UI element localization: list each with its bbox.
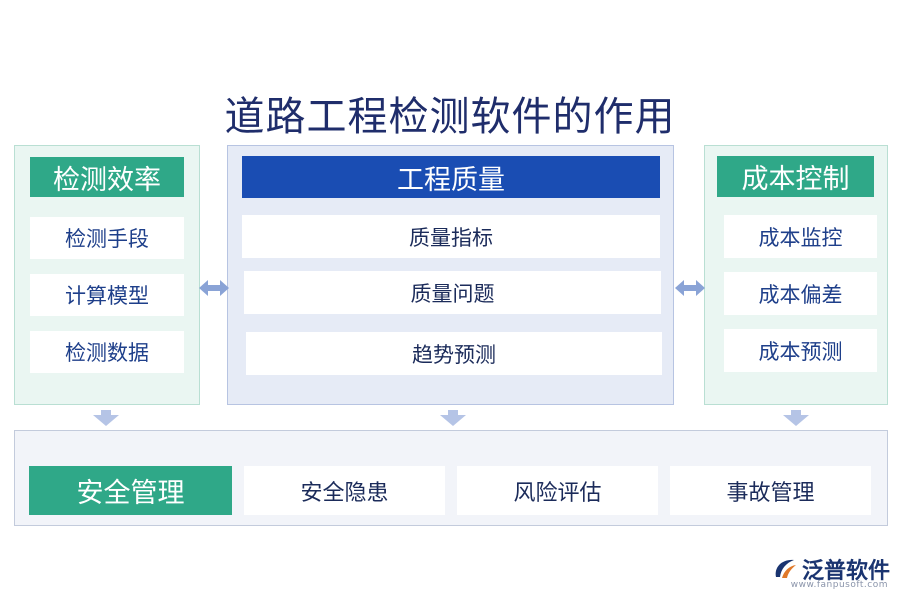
double-arrow-icon [199, 280, 229, 296]
left-item: 计算模型 [30, 274, 184, 316]
center-panel-header: 工程质量 [242, 156, 660, 198]
bottom-item: 安全隐患 [244, 466, 445, 515]
left-item: 检测手段 [30, 217, 184, 259]
down-arrow-icon [440, 410, 466, 426]
logo-url: www.fanpusoft.com [790, 580, 888, 590]
bottom-panel-header: 安全管理 [29, 466, 232, 515]
center-item: 趋势预测 [246, 332, 662, 375]
double-arrow-icon [675, 280, 705, 296]
page-title: 道路工程检测软件的作用 [224, 94, 676, 140]
down-arrow-icon [783, 410, 809, 426]
left-item: 检测数据 [30, 331, 184, 373]
left-panel-header: 检测效率 [30, 157, 184, 197]
logo: 泛普软件 [772, 553, 890, 585]
down-arrow-icon [93, 410, 119, 426]
center-item: 质量问题 [244, 271, 661, 314]
fanpu-logo-icon [775, 559, 796, 578]
right-item: 成本偏差 [724, 272, 877, 315]
logo-name: 泛普软件 [801, 559, 890, 584]
right-item: 成本预测 [724, 329, 877, 372]
right-item: 成本监控 [724, 215, 877, 258]
right-panel-header: 成本控制 [717, 156, 874, 197]
bottom-item: 事故管理 [670, 466, 871, 515]
bottom-item: 风险评估 [457, 466, 658, 515]
center-item: 质量指标 [242, 215, 660, 258]
